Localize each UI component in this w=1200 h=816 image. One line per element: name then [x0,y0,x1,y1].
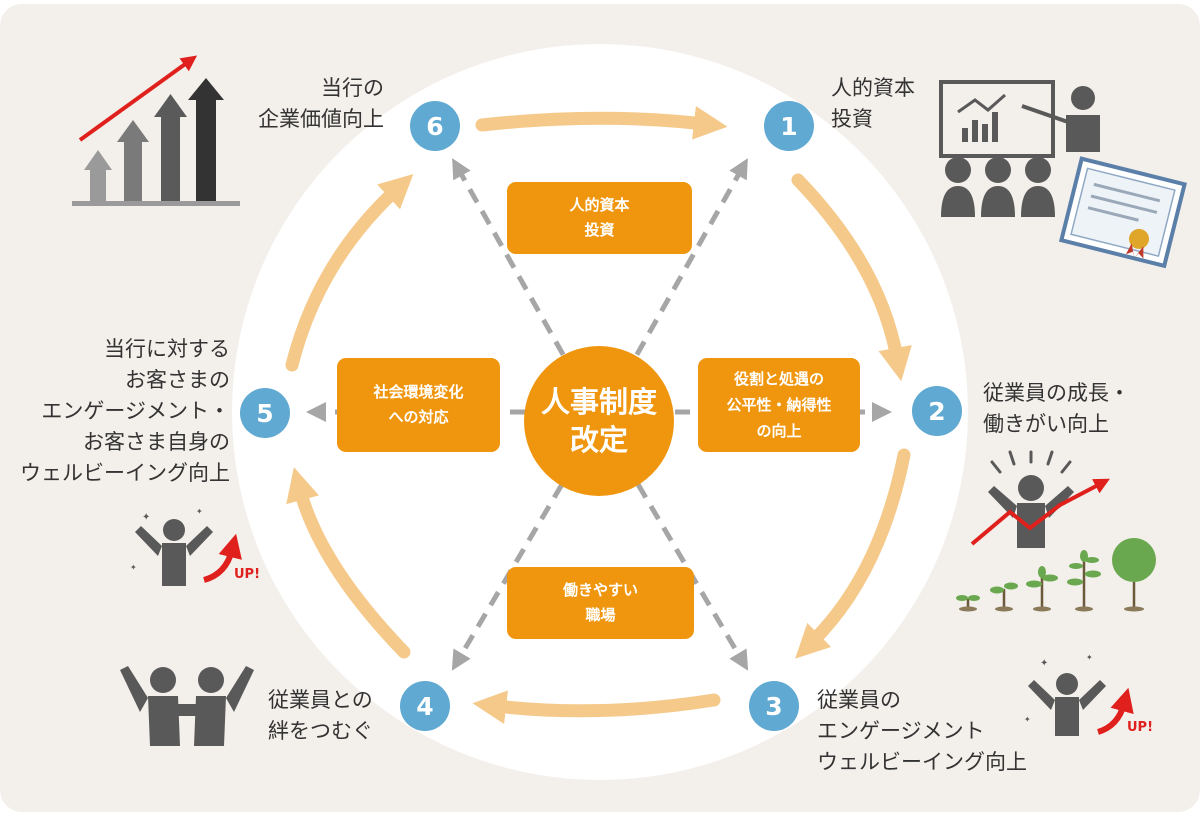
up-badge-right: UP! [1127,720,1154,735]
svg-text:✦: ✦ [1086,653,1093,662]
node-3-label: 従業員の エンゲージメント ウェルビーイング向上 [817,685,1027,778]
svg-text:✦: ✦ [142,512,150,523]
node-5-label-line3: エンゲージメント・ [41,399,230,423]
inner-box-left-line2: への対応 [388,408,449,426]
node-3-label-line1: 従業員の [817,688,901,712]
node-6: 6 [410,101,460,151]
inner-box-right-line2: 公平性・納得性 [726,396,832,414]
node-3-label-line2: エンゲージメント [817,719,985,743]
node-2-label-line2: 働きがい向上 [983,412,1109,436]
node-4-label-line2: 絆をつむぐ [268,719,373,743]
cheering-person-growth-icon [970,450,1110,548]
node-1: 1 [764,101,814,151]
node-4-label-line1: 従業員との [268,688,373,712]
inner-box-bottom: 働きやすい 職場 [507,567,694,639]
node-5: 5 [240,388,290,438]
rising-bar-chart-icon [72,55,240,206]
two-people-embrace-icon [120,666,254,746]
inner-box-right: 役割と処遇の 公平性・納得性 の向上 [698,358,860,452]
inner-box-top: 人的資本 投資 [507,182,692,254]
node-6-label-line1: 当行の [321,76,384,100]
inner-box-right-line1: 役割と処遇の [733,370,824,388]
node-2-label: 従業員の成長・ 働きがい向上 [983,378,1130,440]
cheering-person-up-icon-right: ✦ ✦ ✦ [1024,653,1134,736]
node-5-label-line4: お客さま自身の [83,430,230,454]
node-5-label-line1: 当行に対する [104,337,230,361]
inner-box-top-line1: 人的資本 [569,196,630,214]
arrow-6-to-1 [475,106,728,140]
arrow-1-to-2 [791,173,912,382]
inner-box-left-line1: 社会環境変化 [373,383,464,401]
arrow-2-to-3 [795,448,911,659]
spoke-to-4 [451,418,603,671]
node-5-label-line5: ウェルビーイング向上 [20,461,230,485]
spoke-to-3 [597,418,749,671]
inner-box-bottom-line1: 働きやすい [562,581,638,599]
cycle-arrows [285,106,912,724]
spoke-to-6 [452,158,603,422]
center-circle [524,346,674,496]
up-badge-left: UP! [234,567,261,582]
inner-box-right-line3: の向上 [756,422,802,440]
node-2-label-line1: 従業員の成長・ [983,381,1130,405]
node-5-label-line2: お客さまの [125,368,230,392]
seedlings-growth-icon [956,538,1156,612]
node-3-label-line3: ウェルビーイング向上 [817,750,1027,774]
node-4-label: 従業員との 絆をつむぐ [268,685,373,747]
center-label: 人事制度 改定 [524,346,674,496]
arrow-4-to-5 [286,467,411,659]
inner-box-left: 社会環境変化 への対応 [337,358,500,452]
arrow-5-to-6 [285,173,414,372]
spoke-to-1 [597,158,748,422]
node-4: 4 [400,681,450,731]
svg-text:✦: ✦ [1040,658,1048,669]
node-2: 2 [912,386,962,436]
node-1-label-line2: 投資 [831,107,873,131]
cheering-person-up-icon-left: ✦ ✦ ✦ [130,507,242,586]
svg-text:✦: ✦ [130,563,137,572]
node-6-label: 当行の 企業価値向上 [258,73,384,135]
node-1-label-line1: 人的資本 [831,76,915,100]
node-1-label: 人的資本 投資 [831,73,915,135]
node-6-label-line2: 企業価値向上 [258,107,384,131]
inner-box-bottom-line2: 職場 [585,606,616,624]
center-label-line2: 改定 [569,423,628,457]
svg-text:✦: ✦ [1024,715,1031,724]
inner-box-top-line2: 投資 [584,221,615,239]
center-label-line1: 人事制度 [540,385,657,419]
certificate-icon [1058,156,1187,269]
svg-text:✦: ✦ [196,507,203,516]
presentation-audience-icon [939,80,1100,217]
node-3: 3 [749,681,799,731]
node-5-label: 当行に対する お客さまの エンゲージメント・ お客さま自身の ウェルビーイング向… [20,334,230,489]
arrow-3-to-4 [472,690,721,724]
